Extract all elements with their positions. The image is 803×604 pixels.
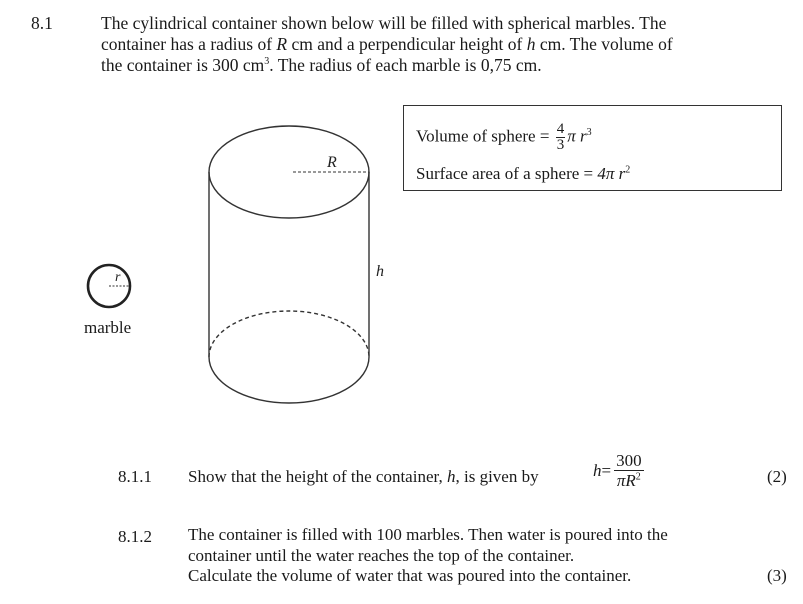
formula-label: Volume of sphere = [416,126,554,146]
exponent: 3 [264,56,270,68]
intro-text: . The radius of each marble is 0,75 cm. [269,55,542,75]
formula-expr: 4π r [597,164,626,183]
subquestion-text: , is given by [455,467,539,486]
formula-expr: πR [616,471,636,490]
marks-8-1-1: (2) [767,467,787,486]
exponent: 3 [586,126,592,138]
intro-line-2: container has a radius of R cm and a per… [101,34,673,55]
intro-text: cm. The volume of [535,34,673,54]
question-number: 8.1 [31,13,53,33]
formula-label: Surface area of a sphere = [416,164,598,183]
height-symbol: h [526,34,536,54]
marble-label: marble [84,318,132,337]
subquestion-8-1-2-text: The container is filled with 100 marbles… [188,525,668,587]
exponent: 2 [625,164,631,176]
marks-8-1-2: (3) [767,566,787,585]
marble-radius-label: r [115,270,121,285]
intro-text: cm and a perpendicular height of [287,34,527,54]
cylinder-radius-label: R [326,154,337,171]
fraction-denominator: πR2 [614,471,644,490]
subquestion-line: container until the water reaches the to… [188,545,575,565]
subquestion-number-8-1-2: 8.1.2 [118,527,152,546]
formula-lhs: h [593,460,602,480]
subquestion-text: Show that the height of the container, [188,467,447,486]
formula-eq: = [601,460,612,480]
subquestion-line: The container is filled with 100 marbles… [188,525,668,544]
exponent: 2 [635,471,641,483]
fraction-numerator: 4 [555,121,566,138]
cylinder-height-label: h [376,263,384,280]
intro-text: container has a radius of [101,34,277,54]
height-symbol: h [446,467,456,486]
radius-symbol: R [276,34,288,54]
intro-line-1: The cylindrical container shown below wi… [101,13,667,33]
fraction-denominator: 3 [556,137,565,153]
subquestion-8-1-1-text: Show that the height of the container, h… [188,467,539,487]
sphere-surface-formula: Surface area of a sphere = 4π r2 [416,164,630,184]
marble-icon [86,263,132,309]
intro-line-3: the container is 300 cm3. The radius of … [101,55,673,76]
subquestion-line: Calculate the volume of water that was p… [188,566,632,585]
formula-expr: π r [567,126,587,146]
fraction-numerator: 300 [614,451,644,471]
subquestion-number-8-1-1: 8.1.1 [118,467,152,486]
cylinder-shape [208,125,370,404]
intro-text: the container is 300 cm [101,55,265,75]
question-intro: The cylindrical container shown below wi… [101,13,673,76]
